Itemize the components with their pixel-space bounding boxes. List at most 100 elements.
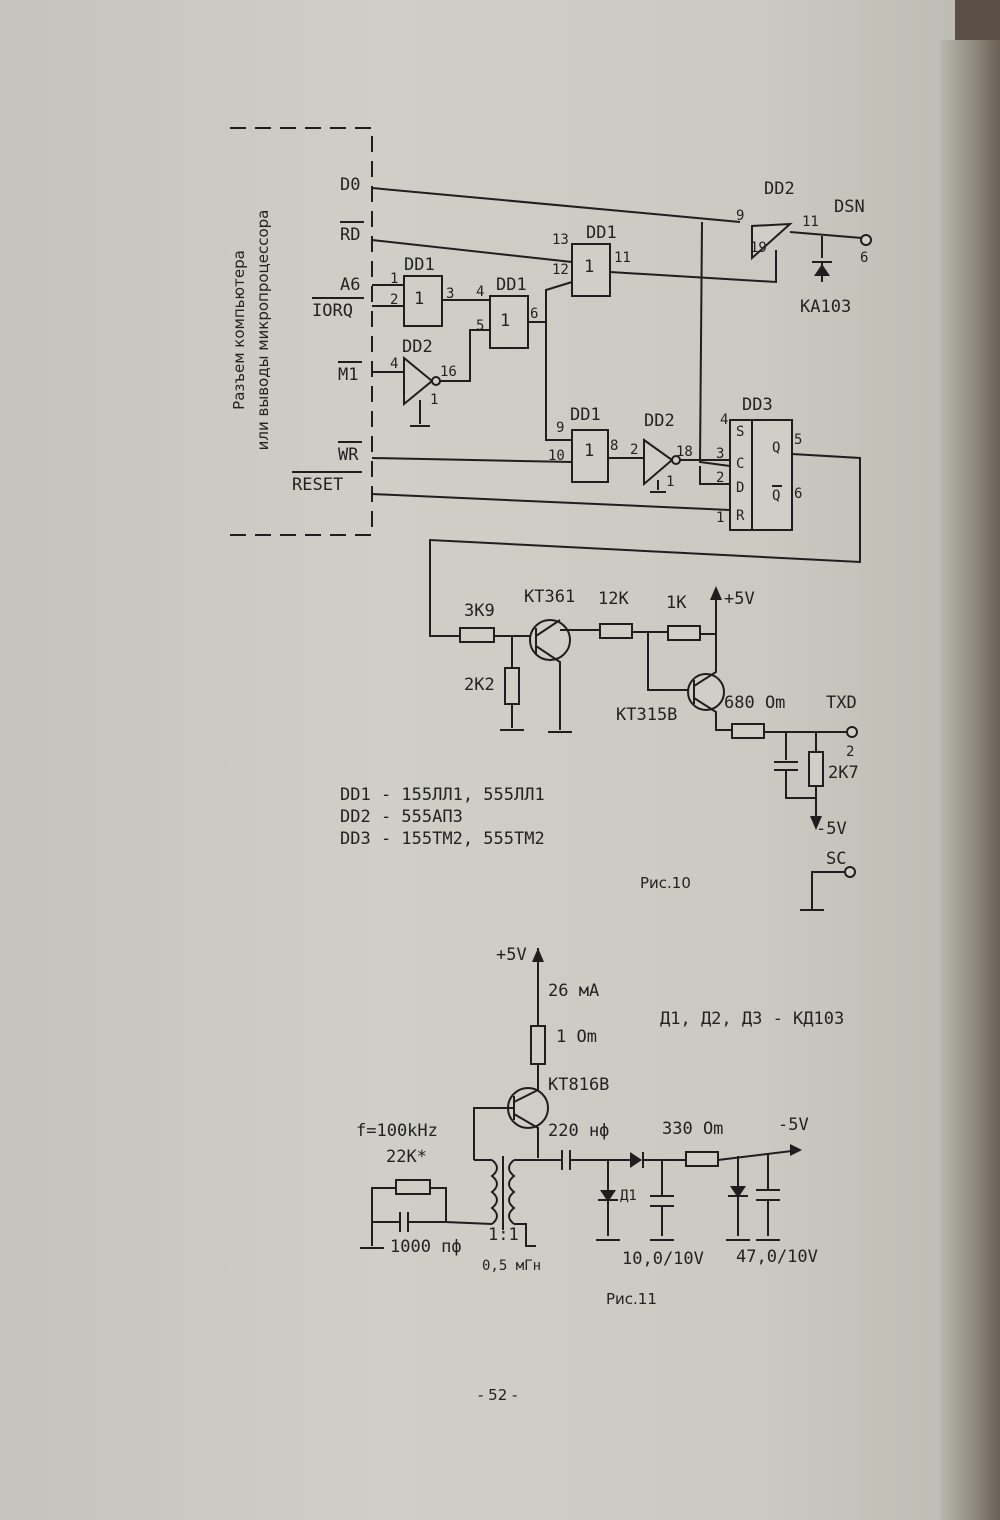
svg-text:3K9: 3K9 — [464, 601, 495, 621]
svg-text:DD1: DD1 — [570, 405, 601, 425]
page-number: - 52 - — [478, 1386, 517, 1404]
svg-text:9: 9 — [736, 208, 744, 224]
svg-text:13: 13 — [552, 232, 569, 248]
svg-text:1K: 1K — [666, 593, 687, 613]
svg-text:DD2: DD2 — [644, 411, 675, 431]
svg-text:DSN: DSN — [834, 197, 865, 217]
svg-text:6: 6 — [794, 486, 802, 502]
resistor-330 — [685, 1151, 719, 1167]
svg-text:KA103: KA103 — [800, 297, 851, 317]
svg-text:3: 3 — [446, 286, 454, 302]
svg-text:Д1: Д1 — [620, 1188, 637, 1204]
txd-terminal — [846, 726, 858, 738]
dsn-terminal — [860, 234, 872, 246]
svg-text:+5V: +5V — [724, 589, 755, 609]
svg-text:22K*: 22K* — [386, 1147, 427, 1167]
svg-text:680 Om: 680 Om — [724, 693, 785, 713]
signal-reset: RESET — [292, 475, 343, 495]
svg-text:Q: Q — [772, 440, 780, 456]
svg-text:2: 2 — [630, 442, 638, 458]
svg-text:DD3: DD3 — [742, 395, 773, 415]
book-page — [0, 0, 955, 1520]
svg-text:KT315B: KT315B — [616, 705, 677, 725]
signal-wr: WR — [338, 445, 359, 465]
signal-d0: D0 — [340, 175, 360, 195]
dd1-gate-c — [571, 243, 611, 297]
svg-text:12: 12 — [552, 262, 569, 278]
svg-text:47,0/10V: 47,0/10V — [736, 1247, 818, 1267]
svg-text:11: 11 — [614, 250, 631, 266]
svg-text:1: 1 — [430, 392, 438, 408]
svg-text:DD1: DD1 — [404, 255, 435, 275]
svg-text:0,5 мГн: 0,5 мГн — [482, 1258, 541, 1274]
svg-text:1:1: 1:1 — [488, 1225, 519, 1245]
svg-text:16: 16 — [440, 364, 457, 380]
svg-text:2: 2 — [390, 292, 398, 308]
svg-text:Q: Q — [772, 488, 780, 504]
svg-text:1: 1 — [500, 311, 510, 331]
svg-text:DD2: DD2 — [764, 179, 795, 199]
svg-text:1: 1 — [584, 441, 594, 461]
svg-text:R: R — [736, 508, 745, 524]
signal-rd: RD — [340, 225, 360, 245]
svg-text:1: 1 — [584, 257, 594, 277]
svg-text:f=100kHz: f=100kHz — [356, 1121, 438, 1141]
figure-11-caption: Рис.11 — [606, 1290, 657, 1308]
svg-text:1 Om: 1 Om — [556, 1027, 597, 1047]
svg-text:DD2: DD2 — [402, 337, 433, 357]
dd1-gate-b — [489, 295, 529, 349]
figure-10-caption: Рис.10 — [640, 874, 691, 892]
svg-text:6: 6 — [860, 250, 868, 266]
svg-text:D: D — [736, 480, 744, 496]
connector-label-1: Разъем компьютера — [230, 250, 248, 410]
svg-text:S: S — [736, 424, 744, 440]
figure-11-schematic: +5V 26 мА 1 Om KT816B f=100kHz 22K* 1:1 … — [356, 945, 844, 1308]
signal-a6: A6 — [340, 275, 360, 295]
resistor-1k — [667, 625, 701, 641]
svg-text:9: 9 — [556, 420, 564, 436]
page-edge — [940, 40, 1000, 1520]
dd3-flip-flop — [729, 419, 793, 531]
svg-text:1: 1 — [716, 510, 724, 526]
svg-text:TXD: TXD — [826, 693, 857, 713]
resistor-1om — [530, 1025, 546, 1065]
figure-10-schematic: Разъем компьютера или выводы микропроцес… — [230, 127, 872, 911]
diodes-note: Д1, Д2, Д3 - КД103 — [660, 1009, 844, 1029]
svg-text:6: 6 — [530, 306, 538, 322]
resistor-2k7 — [808, 751, 824, 787]
svg-text:DD1: DD1 — [496, 275, 527, 295]
svg-text:220 нф: 220 нф — [548, 1121, 609, 1141]
svg-text:1: 1 — [390, 271, 398, 287]
svg-text:4: 4 — [390, 356, 398, 372]
svg-text:8: 8 — [610, 438, 618, 454]
svg-text:5: 5 — [794, 432, 802, 448]
resistor-22k — [395, 1179, 431, 1195]
svg-text:19: 19 — [750, 240, 767, 256]
dd1-gate-d — [571, 429, 609, 483]
svg-text:2K2: 2K2 — [464, 675, 495, 695]
svg-text:KT361: KT361 — [524, 587, 575, 607]
resistor-12k — [599, 623, 633, 639]
svg-text:2K7: 2K7 — [828, 763, 859, 783]
resistor-680 — [731, 723, 765, 739]
resistor-3k9 — [459, 627, 495, 643]
svg-text:18: 18 — [676, 444, 693, 460]
legend-dd1: DD1 - 155ЛЛ1, 555ЛЛ1 — [340, 785, 545, 805]
dd2-buffer-out — [751, 222, 793, 261]
sc-terminal — [844, 866, 856, 878]
svg-text:3: 3 — [716, 446, 724, 462]
connector-label-2: или выводы микропроцессора — [254, 210, 272, 451]
svg-text:1000 пф: 1000 пф — [390, 1237, 462, 1257]
svg-text:C: C — [736, 456, 744, 472]
svg-text:1: 1 — [666, 474, 674, 490]
svg-text:2: 2 — [716, 470, 724, 486]
svg-text:10: 10 — [548, 448, 565, 464]
svg-text:KT816B: KT816B — [548, 1075, 609, 1095]
legend-dd3: DD3 - 155ТМ2, 555ТМ2 — [340, 829, 545, 849]
svg-text:5: 5 — [476, 318, 484, 334]
svg-text:2: 2 — [846, 744, 854, 760]
svg-text:DD1: DD1 — [586, 223, 617, 243]
svg-text:SC: SC — [826, 849, 846, 869]
resistor-2k2 — [504, 667, 520, 705]
